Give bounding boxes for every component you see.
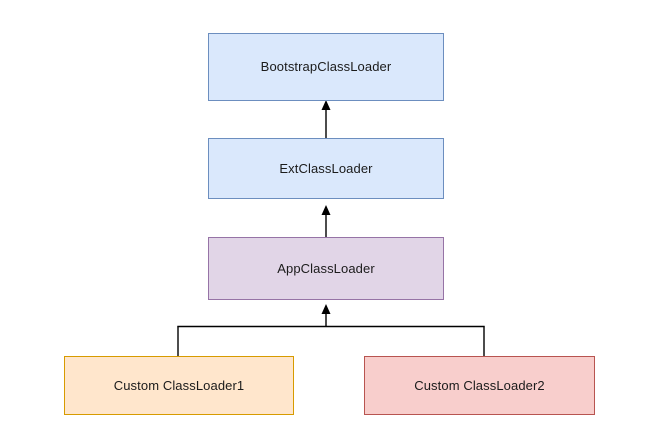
edge-custom-to-app — [177, 304, 485, 356]
node-custom-classloader2[interactable]: Custom ClassLoader2 — [364, 356, 595, 415]
node-label-custom-classloader2: Custom ClassLoader2 — [414, 377, 545, 393]
node-bootstrap-classloader[interactable]: BootstrapClassLoader — [208, 33, 444, 101]
node-label-bootstrap-classloader: BootstrapClassLoader — [260, 59, 392, 74]
node-app-classloader[interactable]: AppClassLoader — [208, 237, 444, 300]
node-custom-classloader1[interactable]: Custom ClassLoader1 — [64, 356, 294, 415]
node-label-ext-classloader: ExtClassLoader — [279, 160, 373, 176]
edge-ext-to-bootstrap — [321, 100, 331, 138]
edge-app-to-ext — [321, 205, 331, 237]
node-label-custom-classloader1: Custom ClassLoader1 — [113, 377, 245, 393]
node-label-app-classloader: AppClassLoader — [277, 260, 375, 276]
node-ext-classloader[interactable]: ExtClassLoader — [208, 138, 444, 199]
